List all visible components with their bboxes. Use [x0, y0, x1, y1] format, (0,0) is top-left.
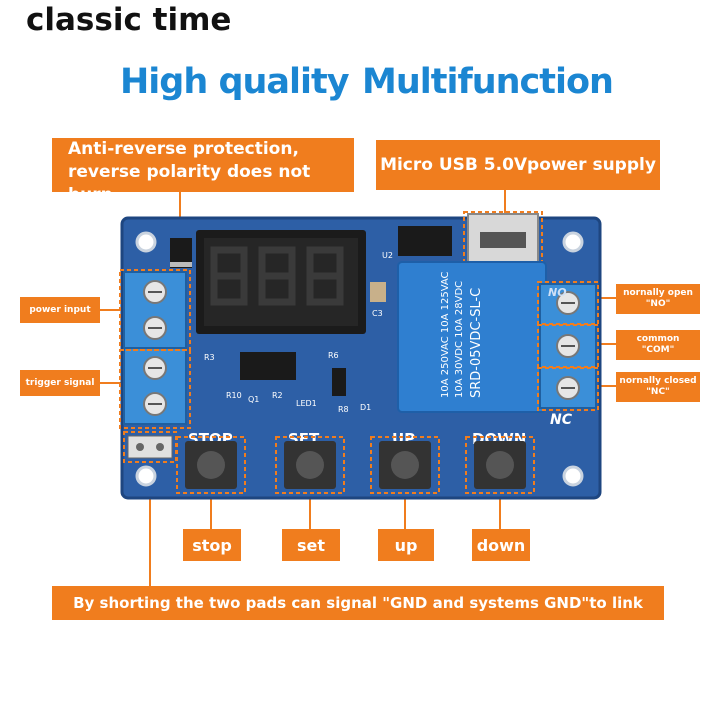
headline-quality: High quality [120, 62, 350, 102]
normally-closed-line2: "NC" [646, 387, 670, 397]
label-r2: R2 [272, 391, 283, 400]
relay [398, 262, 546, 412]
chip-u2 [398, 226, 452, 256]
brand-title: classic time [26, 2, 232, 38]
optocoupler [240, 352, 296, 380]
label-r10: R10 [226, 391, 242, 400]
diode-d1 [332, 368, 346, 396]
shorting-pads-callout: By shorting the two pads can signal "GND… [52, 586, 664, 620]
display-digits-segments [210, 246, 344, 306]
mount-hole [562, 465, 584, 487]
normally-open-line1: nornally open [623, 288, 693, 298]
anti-reverse-line2: reverse polarity does not burn [68, 162, 311, 205]
common-line2: "COM" [641, 345, 675, 355]
mount-hole [562, 231, 584, 253]
common-line1: common [636, 334, 680, 344]
mount-hole [135, 231, 157, 253]
silk-no: NO [548, 286, 567, 299]
label-u2: U2 [382, 251, 393, 260]
label-r6: R6 [328, 351, 339, 360]
label-r8: R8 [338, 405, 349, 414]
anti-reverse-line1: Anti-reverse protection, [68, 139, 299, 159]
mount-hole [135, 465, 157, 487]
label-c3: C3 [372, 309, 383, 318]
tactile-buttons [176, 436, 535, 494]
left-terminals [119, 269, 191, 429]
small-components: C3 R3 R6 R10 Q1 R2 LED1 R8 D1 [204, 282, 386, 414]
signal-pads [127, 435, 173, 459]
label-led1: LED1 [296, 399, 317, 408]
relay-text-1: 10A 250VAC 10A 125VAC [440, 271, 451, 398]
usb-callout: Micro USB 5.0Vpower supply [376, 140, 660, 190]
anti-reverse-callout: Anti-reverse protection, reverse polarit… [52, 138, 354, 205]
protection-diode [170, 238, 192, 268]
up-button-callout: up [378, 529, 434, 561]
stop-button-callout: stop [183, 529, 241, 561]
power-input-callout: power input [20, 297, 100, 323]
relay-text-2: 10A 30VDC 10A 28VDC [454, 281, 465, 398]
label-r3: R3 [204, 353, 215, 362]
silk-nc: NC [550, 412, 573, 428]
label-q1: Q1 [248, 395, 259, 404]
headline-multifunction: Multifunction [362, 62, 614, 102]
right-terminals: NC NO [537, 281, 599, 428]
normally-open-line2: "NO" [645, 299, 671, 309]
set-button-callout: set [282, 529, 340, 561]
normally-open-callout: nornally open "NO" [616, 284, 700, 314]
trigger-signal-callout: trigger signal [20, 370, 100, 396]
common-callout: common "COM" [616, 330, 700, 360]
normally-closed-callout: nornally closed "NC" [616, 372, 700, 402]
down-button-callout: down [472, 529, 530, 561]
normally-closed-line1: nornally closed [619, 376, 697, 386]
relay-text-3: SRD-05VDC-SL-C [469, 288, 484, 398]
label-d1: D1 [360, 403, 371, 412]
